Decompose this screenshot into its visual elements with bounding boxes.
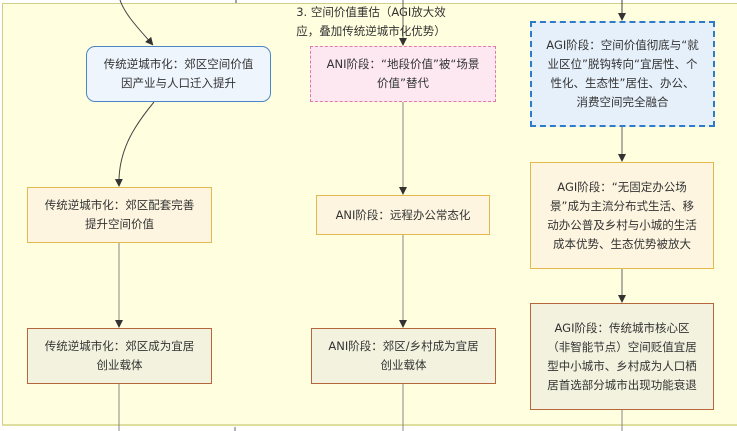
node-agi-decoupled-value[interactable]: AGI阶段：空间价值彻底与“就业区位”脱钩转向“宜居性、个性化、生态性”居住、办… [530, 21, 715, 127]
node-trad-amenities-improve[interactable]: 传统逆城市化：郊区配套完善提升空间价值 [27, 187, 212, 243]
node-ani-suburb-rural-hub[interactable]: ANI阶段：郊区/乡村成为宜居创业载体 [311, 328, 496, 384]
edge-into-trad-1 [119, 0, 154, 46]
edge-trad-1-to-2 [114, 101, 155, 187]
node-agi-no-fixed-office[interactable]: AGI阶段：“无固定办公场景”成为主流分布式生活、移动办公普及乡村与小城的生活成… [530, 162, 714, 269]
node-ani-scene-value[interactable]: ANI阶段：“地段价值”被“场景价值”替代 [310, 46, 496, 102]
node-trad-suburb-value-rise[interactable]: 传统逆城市化：郊区空间价值因产业与人口迁入提升 [86, 46, 271, 102]
edge-label-revaluation: 3. 空间价值重估（AGI放大效应，叠加传统逆城市化优势） [296, 5, 446, 38]
node-ani-remote-work[interactable]: ANI阶段：远程办公常态化 [316, 195, 490, 235]
node-agi-core-devaluation[interactable]: AGI阶段：传统城市核心区（非智能节点）空间贬值宜居型中小城市、乡村成为人口栖居… [530, 303, 714, 410]
node-trad-livable-startup-hub[interactable]: 传统逆城市化：郊区成为宜居创业载体 [27, 328, 212, 384]
